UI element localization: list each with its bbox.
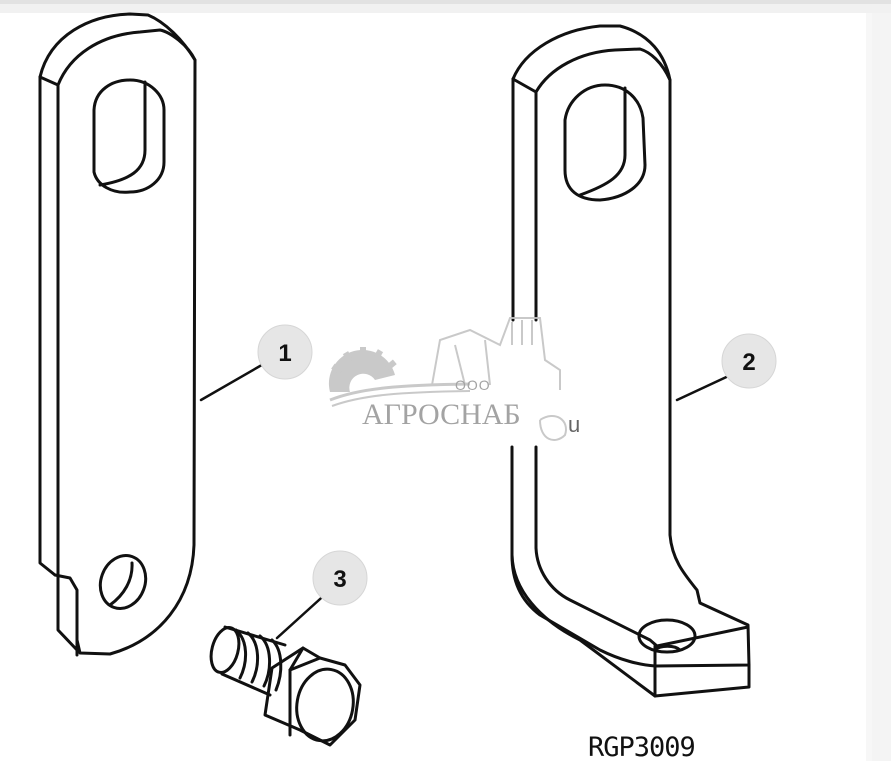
- callout-2: 2: [721, 333, 777, 389]
- watermark-company-name: АГРОСНАБ: [362, 398, 521, 431]
- top-strip: [0, 4, 891, 13]
- callout-1: 1: [257, 324, 313, 380]
- callout-3: 3: [312, 550, 368, 606]
- watermark-suffix: u: [568, 412, 580, 437]
- figure-label: RGP3009: [588, 732, 695, 761]
- combine-harvester-icon: [431, 317, 567, 441]
- part-2-offset-bracket: [510, 24, 751, 698]
- gear-icon: [328, 347, 397, 392]
- part-1-straight-link: [38, 12, 197, 657]
- callout-2-number: 2: [742, 349, 755, 376]
- leader-line-1: [199, 360, 269, 402]
- callout-3-number: 3: [333, 566, 346, 593]
- part-3-hex-bolt: [209, 625, 362, 747]
- watermark-logo: ООО АГРОСНАБ u: [328, 317, 580, 441]
- watermark-prefix: ООО: [455, 377, 491, 393]
- callout-1-number: 1: [278, 340, 291, 367]
- leader-line-2: [675, 371, 737, 402]
- swoosh-line: [329, 382, 471, 402]
- right-gutter: [866, 13, 872, 761]
- top-border: [0, 0, 891, 4]
